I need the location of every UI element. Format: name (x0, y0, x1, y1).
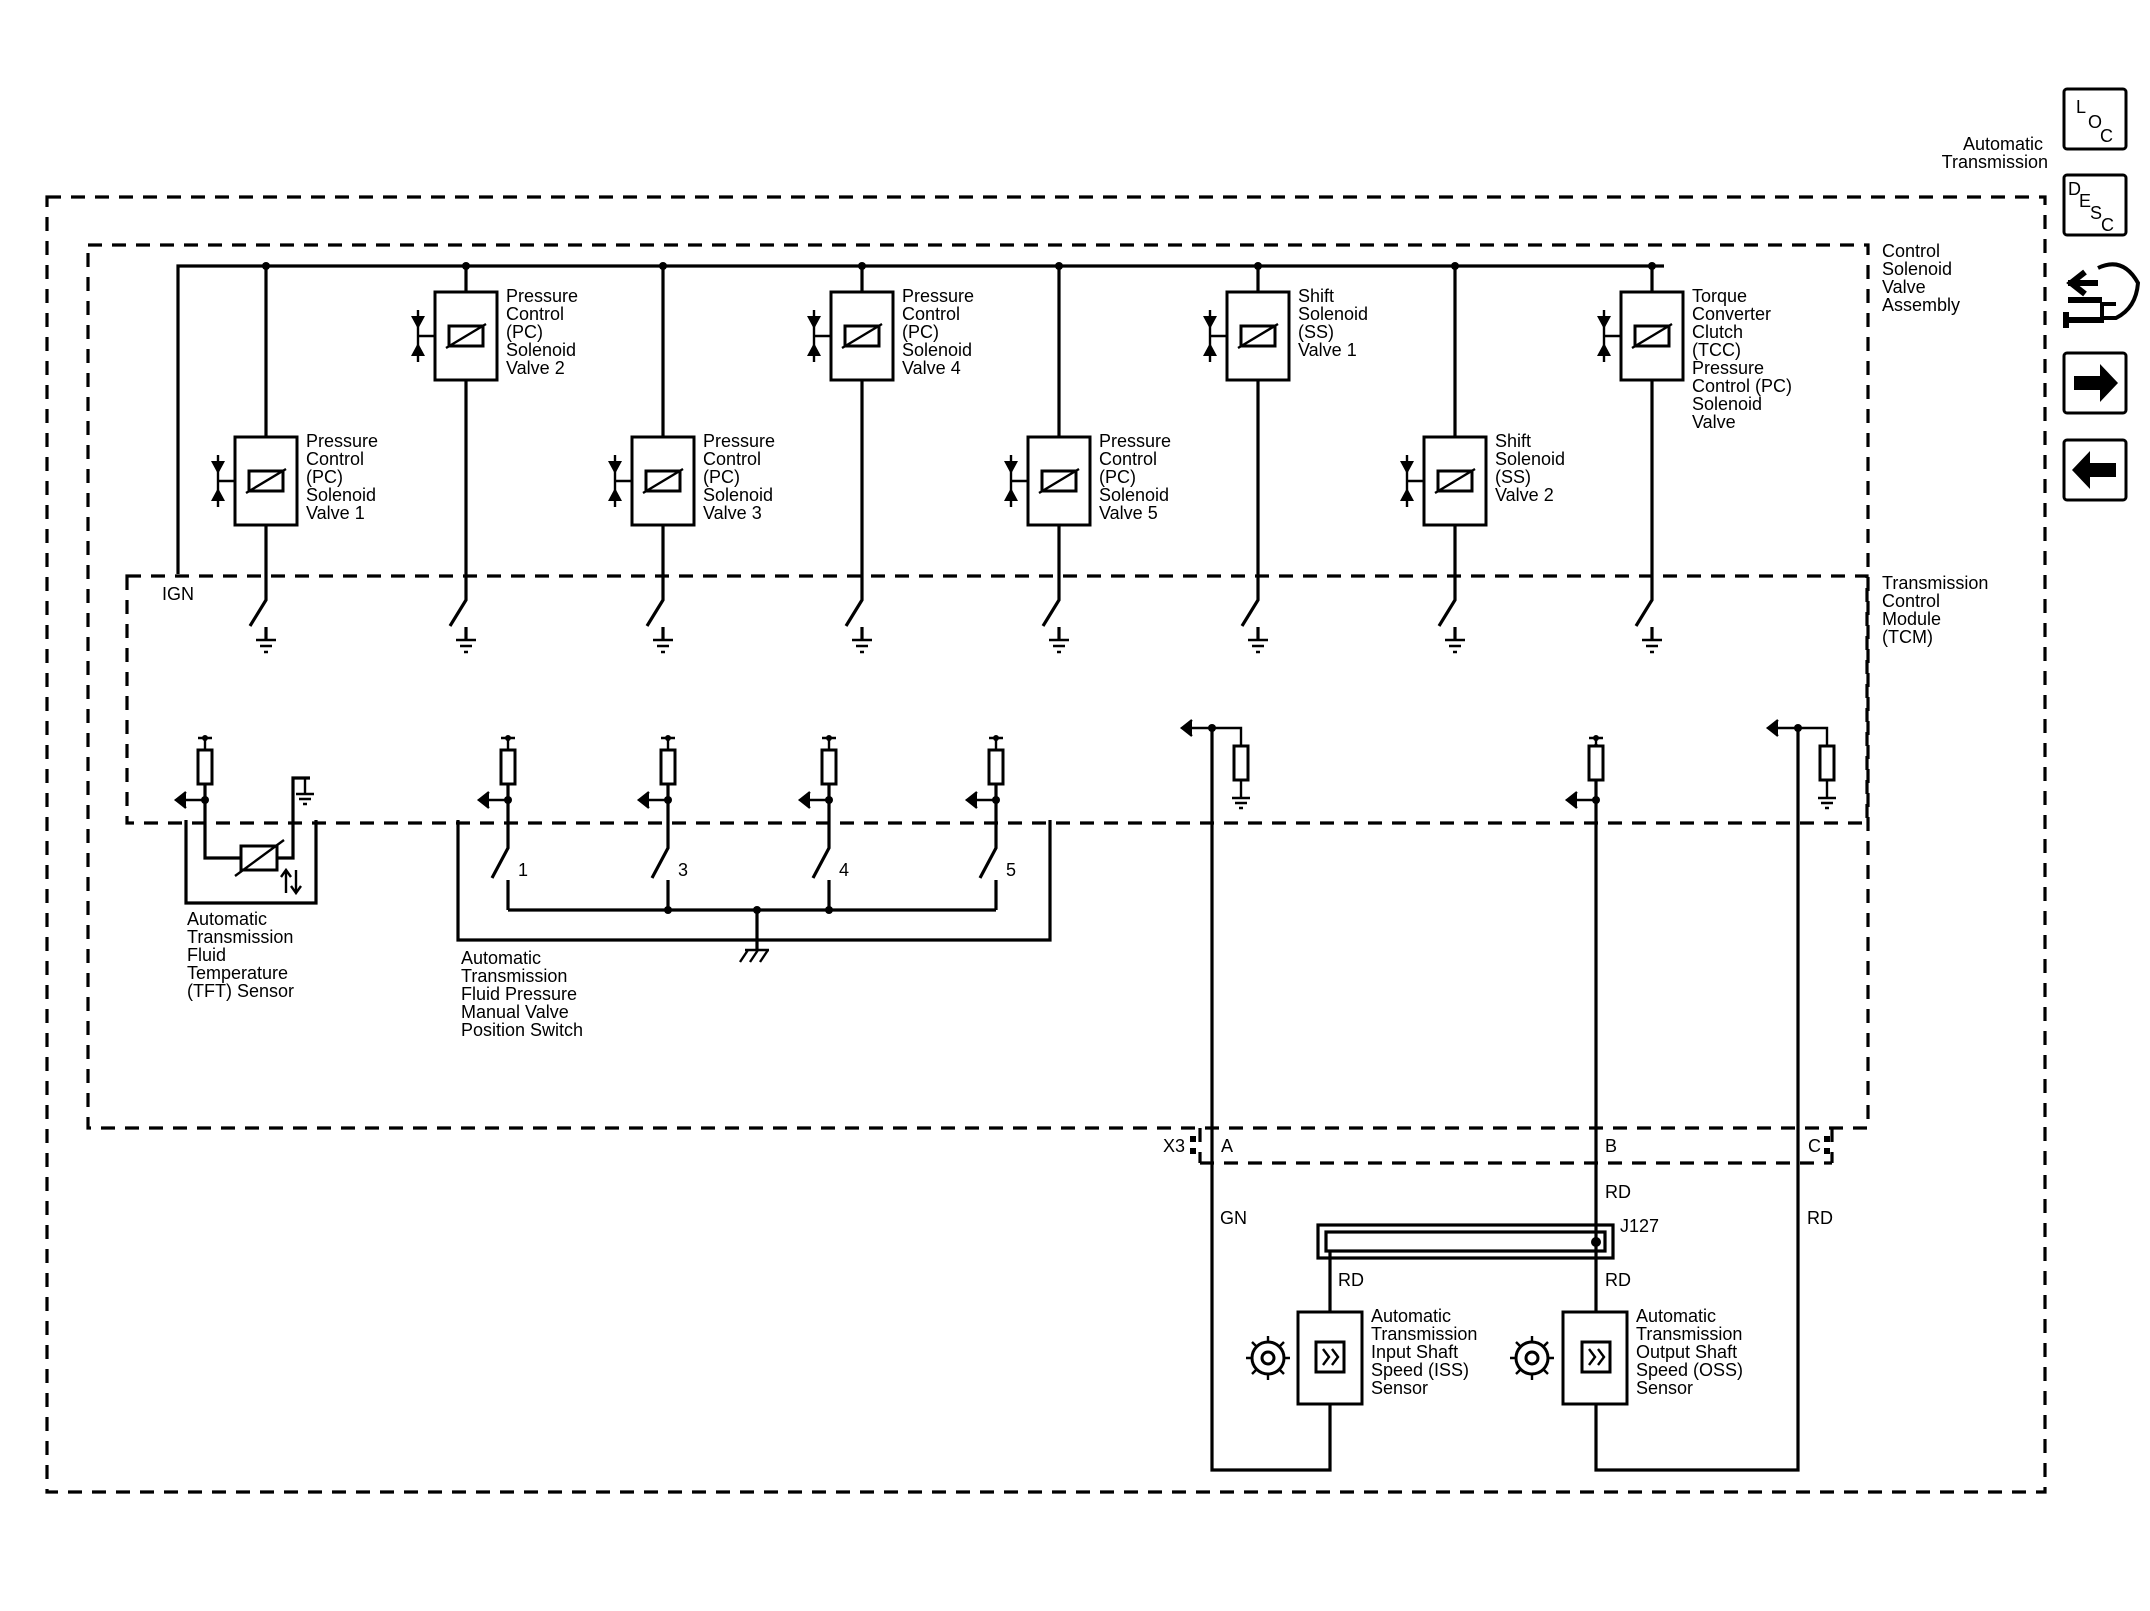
desc-button[interactable]: D E S C (2062, 173, 2128, 237)
transmission-boundary (45, 195, 2047, 1494)
ign-label: IGN (162, 584, 194, 604)
svg-text:E: E (2079, 191, 2091, 211)
tft-sensor: Automatic Transmission Fluid Temperature… (174, 735, 318, 1001)
connector-icon[interactable] (2063, 262, 2141, 328)
svg-text:5: 5 (1006, 860, 1016, 880)
svg-text:3: 3 (678, 860, 688, 880)
header-title: Automatic Transmission (1942, 134, 2048, 172)
connector-x3-label: X3 (1163, 1136, 1185, 1156)
switch-contact-3: 3 (637, 735, 688, 914)
svg-text:S: S (2090, 203, 2102, 223)
wire-color-rd-oss: RD (1605, 1270, 1631, 1290)
svg-text:L: L (2076, 97, 2086, 117)
pin-a-label: A (1221, 1136, 1233, 1156)
solenoid-assembly-boundary (86, 243, 1870, 1130)
gear-icon (1510, 1336, 1554, 1380)
svg-text:4: 4 (839, 860, 849, 880)
ign-bus (176, 264, 1664, 574)
next-arrow-icon[interactable] (2062, 351, 2128, 415)
speed-sensor-circuit: X3 A B C GN RD RD RD RD J127 Automatic T… (1163, 719, 1836, 1472)
svg-text:1: 1 (518, 860, 528, 880)
gear-icon (1246, 1336, 1290, 1380)
pin-b-label: B (1605, 1136, 1617, 1156)
wire-color-gn: GN (1220, 1208, 1247, 1228)
tcm-label: Transmission Control Module (TCM) (1882, 573, 1993, 647)
loc-button[interactable]: L O C (2062, 87, 2128, 151)
iss-sensor-label: Automatic Transmission Input Shaft Speed… (1371, 1306, 1482, 1398)
wire-color-rd-b: RD (1605, 1182, 1631, 1202)
pressure-switch-label: Automatic Transmission Fluid Pressure Ma… (461, 948, 583, 1040)
oss-sensor-label: Automatic Transmission Output Shaft Spee… (1636, 1306, 1748, 1398)
back-arrow-icon[interactable] (2062, 438, 2128, 502)
svg-text:C: C (2101, 215, 2114, 235)
switch-contact-4: 4 (798, 735, 849, 914)
svg-text:O: O (2088, 112, 2102, 132)
switch-contact-1: 1 (477, 735, 528, 910)
svg-text:C: C (2100, 126, 2113, 146)
switch-contact-5: 5 (965, 735, 1016, 910)
wire-color-rd-iss: RD (1338, 1270, 1364, 1290)
svg-text:D: D (2068, 179, 2081, 199)
wire-color-rd-c: RD (1807, 1208, 1833, 1228)
solenoid-assembly-label: Control Solenoid Valve Assembly (1882, 241, 1960, 315)
pin-c-label: C (1808, 1136, 1821, 1156)
fluid-pressure-switch: Automatic Transmission Fluid Pressure Ma… (456, 735, 1052, 1040)
tft-sensor-label: Automatic Transmission Fluid Temperature… (187, 909, 298, 1001)
splice-label: J127 (1620, 1216, 1659, 1236)
